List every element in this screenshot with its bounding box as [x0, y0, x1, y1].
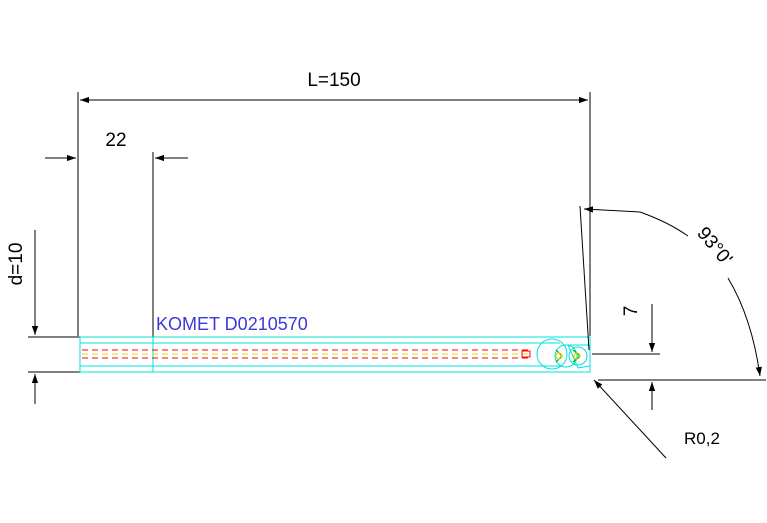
insert-dot-yellow-2	[573, 352, 581, 360]
head-circle-mid	[554, 344, 578, 368]
tip-marker-red	[521, 350, 531, 358]
radius-dimension-text: R0,2	[684, 429, 720, 448]
head-circle-small	[568, 346, 588, 366]
length-dimension	[77, 92, 591, 336]
angle-arc-lower	[727, 277, 762, 377]
tool-body	[79, 336, 591, 373]
shank-dimension	[45, 152, 188, 372]
shank-dimension-text: 22	[105, 130, 126, 151]
tool-label: KOMET D0210570	[156, 314, 308, 334]
angle-dimension-text: 93°0'	[692, 223, 736, 269]
angle-arrow-left	[583, 206, 641, 213]
angle-dimension	[579, 205, 766, 381]
head-circle-large	[536, 338, 568, 370]
angle-ext-tilted	[579, 205, 590, 351]
height-dimension	[592, 304, 660, 410]
radius-leader	[593, 379, 667, 459]
height-dimension-text: 7	[621, 306, 642, 317]
angle-arc-upper	[639, 211, 689, 237]
insert-dot-yellow	[555, 352, 563, 360]
length-dimension-text: L=150	[307, 70, 360, 91]
diameter-dimension	[28, 230, 80, 404]
diameter-dimension-text: d=10	[6, 243, 27, 286]
